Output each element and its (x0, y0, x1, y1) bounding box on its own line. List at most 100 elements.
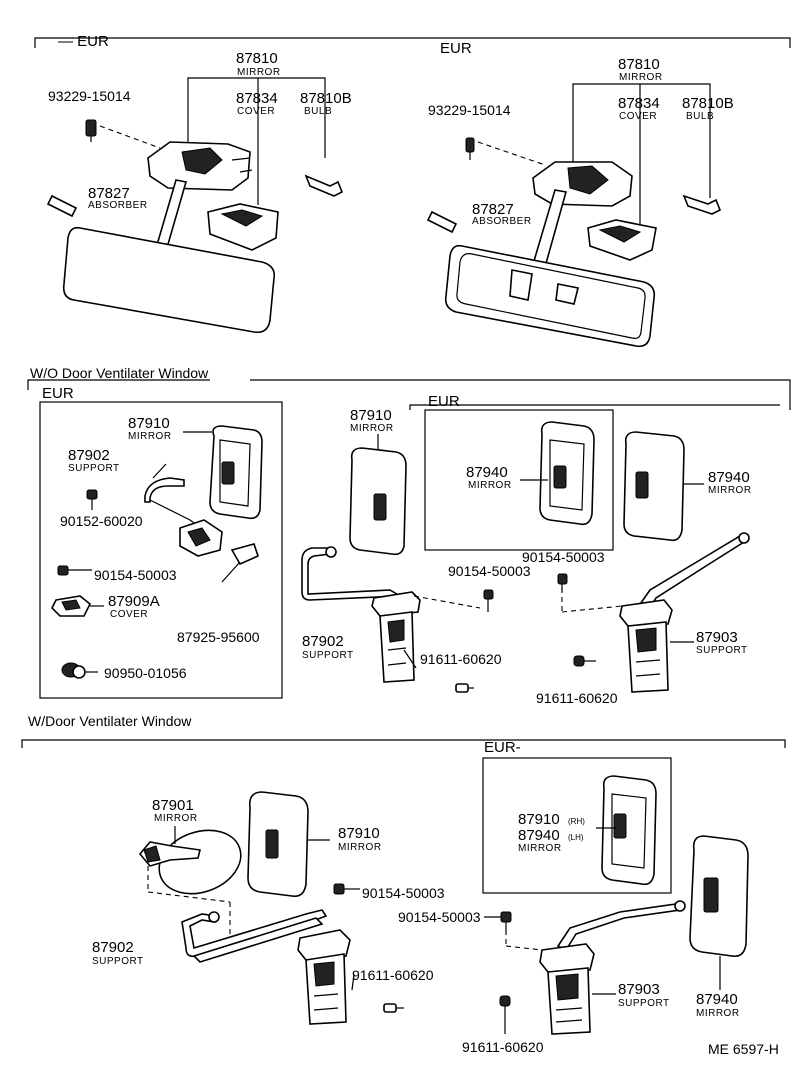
m1-grommet-icon (61, 662, 98, 679)
tl-screw-icon (85, 119, 97, 142)
b-bolt-a-number: 90154-50003 (362, 885, 445, 901)
mid-eur-tag: EUR (428, 393, 460, 410)
tr-mirror-icon (444, 244, 656, 348)
w-vent-title: W/Door Ventilater Window (28, 713, 192, 729)
m1-mirror-name: MIRROR (128, 431, 172, 442)
m2-support-r-name: SUPPORT (696, 645, 748, 656)
b-eur-mirror-name: MIRROR (518, 843, 562, 854)
m1-mirror-icon (209, 425, 263, 520)
bottom-eur-box (482, 757, 672, 894)
m2-mirror-number: 87910 (350, 407, 392, 424)
top-right-eur-tag: EUR (440, 40, 472, 57)
m2-eur-mirror-icon (539, 421, 595, 526)
tl-bulb-number: 87810B (300, 90, 352, 107)
b-mirror-number: 87910 (338, 825, 380, 842)
b-eur-mirror-rh-number: 87910 (518, 811, 560, 828)
m1-bolt1-icon (86, 489, 98, 510)
m1-bolt1-number: 90152-60020 (60, 513, 143, 529)
m2-screw-a-number: 91611-60620 (420, 651, 502, 667)
tl-screw-dash (99, 125, 161, 149)
m2-support-r-number: 87903 (696, 629, 738, 646)
b-eur-rh-tag: (RH) (568, 817, 585, 826)
tr-mirror-name: MIRROR (619, 72, 663, 83)
tl-bulb-icon (304, 174, 344, 197)
b-support-r-name: SUPPORT (618, 998, 670, 1009)
b-round-mirror-name: MIRROR (154, 813, 198, 824)
tr-bulb-name: BULB (686, 111, 714, 122)
top-left-assembly (46, 77, 344, 334)
b-screw-b-number: 91611-60620 (462, 1039, 544, 1055)
tr-mirror-number: 87810 (618, 56, 660, 73)
tl-screw-number: 93229-15014 (48, 88, 131, 104)
m2-support-head-icon (371, 591, 421, 617)
b-r-mirror-number: 87940 (696, 991, 738, 1008)
m2-bolt-a-icon (483, 589, 494, 612)
mid-frame-left (27, 379, 210, 390)
b-r-mirror-name: MIRROR (696, 1008, 740, 1019)
b-round-mirror-icon (158, 829, 242, 895)
tl-bulb-name: BULB (304, 106, 332, 117)
bottom-frame (21, 739, 786, 748)
m1-grommet-number: 90950-01056 (104, 665, 187, 681)
tr-absorber-name: ABSORBER (472, 216, 532, 227)
tr-screw-dash (477, 141, 546, 166)
b-bolt-b-icon (484, 911, 512, 932)
m2-bolt-b-number: 90154-50003 (522, 549, 605, 565)
mid-eur-box (424, 409, 614, 551)
m2-bolt-dash (413, 595, 481, 609)
mid-frame-right (250, 379, 791, 410)
b-screw-a-icon (383, 1003, 404, 1013)
m1-support-name: SUPPORT (68, 463, 120, 474)
m1-support-number: 87902 (68, 447, 110, 464)
m2-support-number: 87902 (302, 633, 344, 650)
tl-mirror-name: MIRROR (237, 67, 281, 78)
m2-screw-a-icon (455, 683, 474, 693)
tr-bulb-number: 87810B (682, 95, 734, 112)
wo-vent-title: W/O Door Ventilater Window (30, 365, 209, 381)
m2-mirror-name: MIRROR (350, 423, 394, 434)
tr-cover-number: 87834 (618, 95, 660, 112)
m2-bolt-a-number: 90154-50003 (448, 563, 531, 579)
m2-support-rod-icon (301, 547, 403, 601)
b-support-name: SUPPORT (92, 956, 144, 967)
b-screw-b-icon (499, 995, 511, 1034)
wo-vent-eur-tag: EUR (42, 385, 74, 402)
m2-bolt-b-icon (557, 573, 568, 592)
b-support-number: 87902 (92, 939, 134, 956)
b-bolt-a-icon (333, 883, 360, 895)
b-support-r-head-icon (539, 943, 595, 973)
mid-eur-line (409, 404, 780, 410)
wo-vent-eur-box (39, 401, 283, 699)
b-r-mirror-icon (689, 835, 749, 958)
top-frame (34, 37, 791, 48)
tr-cover-name: COVER (619, 111, 657, 122)
wo-vent-eur-assembly (51, 425, 263, 679)
b-round-mirror-number: 87901 (152, 797, 194, 814)
b-screw-a-number: 91611-60620 (352, 967, 434, 983)
m2-r-mirror-name: MIRROR (708, 485, 752, 496)
tr-absorber-icon (426, 210, 458, 234)
top-right-assembly (426, 83, 722, 348)
b-support-r-rod-icon (556, 903, 682, 952)
m1-bolt2-icon (57, 565, 92, 576)
b-support-head-icon (297, 929, 351, 961)
b-support-r-number: 87903 (618, 981, 660, 998)
b-eur-lh-tag: (LH) (568, 833, 584, 842)
tl-mirror-number: 87810 (236, 50, 278, 67)
tr-bulb-icon (682, 194, 722, 215)
m1-support-rod-icon (144, 477, 185, 503)
tl-absorber-number: 87827 (88, 185, 130, 202)
tr-screw-number: 93229-15014 (428, 102, 511, 118)
tr-absorber-number: 87827 (472, 201, 514, 218)
tl-absorber-icon (46, 194, 78, 218)
bottom-eur-tag: EUR- (484, 739, 521, 756)
w-vent-right-assembly (484, 775, 749, 1035)
tl-bracket (187, 77, 326, 158)
tr-screw-icon (465, 137, 475, 160)
m1-cover-name: COVER (110, 609, 148, 620)
top-left-eur-tag: — EUR (58, 33, 109, 50)
m1-bolt2-number: 90154-50003 (94, 567, 177, 583)
tl-cover-name: COVER (237, 106, 275, 117)
tr-bracket (572, 83, 711, 198)
